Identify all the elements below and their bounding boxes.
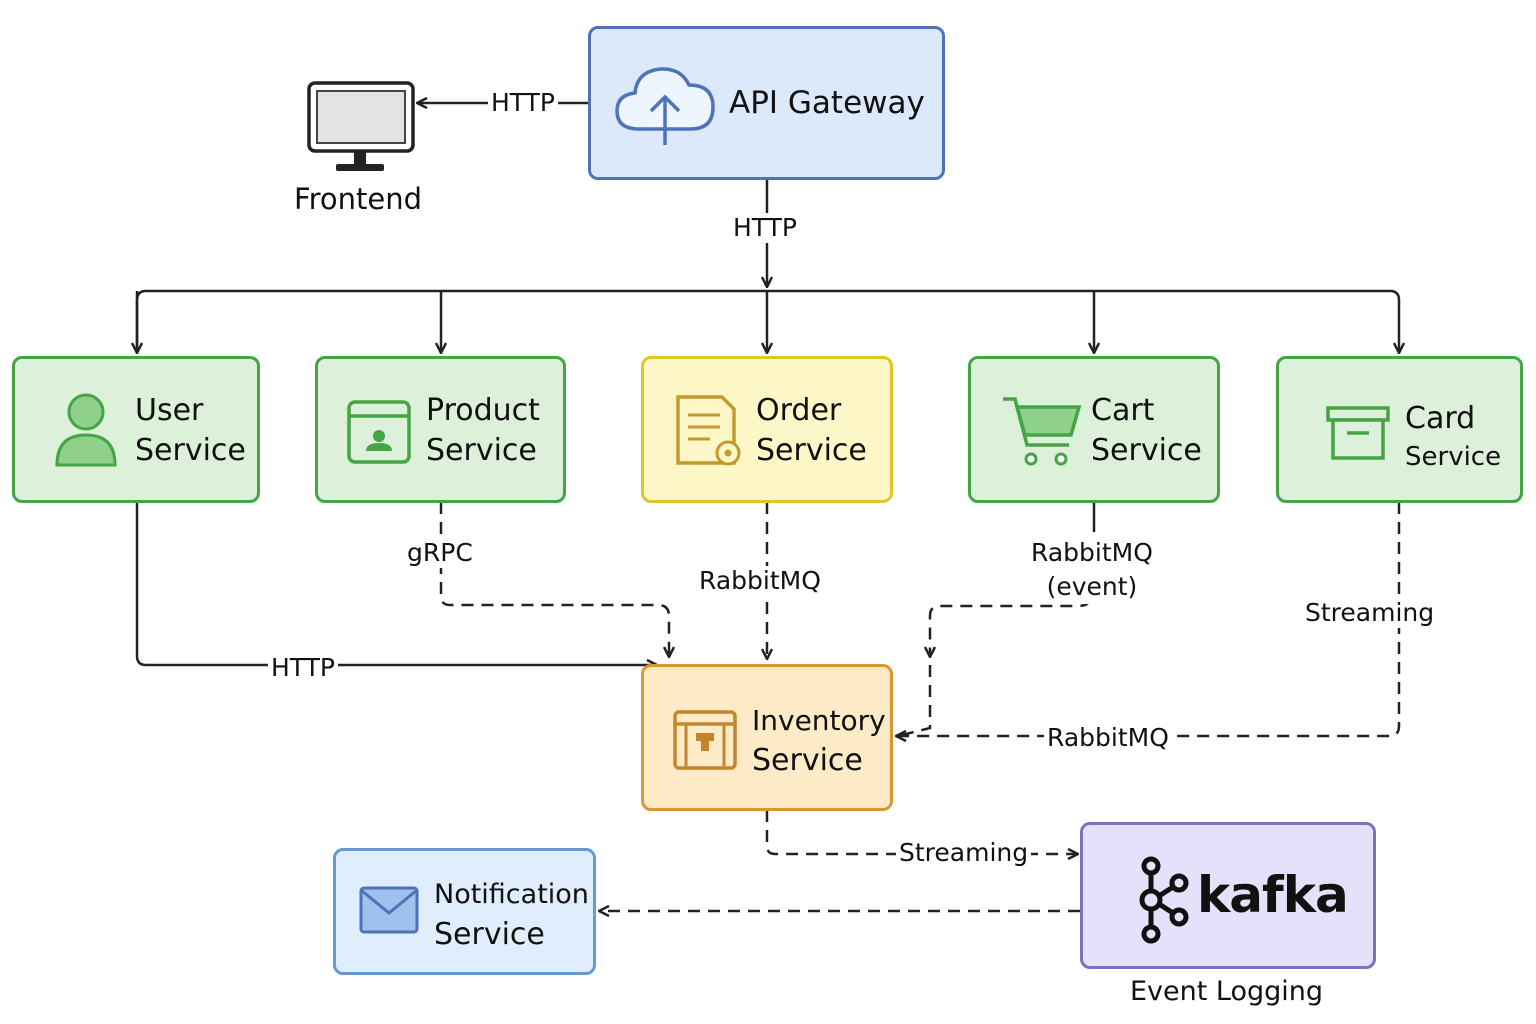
kafka-logo-text: kafka bbox=[1197, 866, 1349, 924]
edge-cart-inventory-tail bbox=[897, 665, 932, 738]
edge-label-card-streaming: Streaming bbox=[1302, 598, 1438, 628]
edge-inventory-kafka bbox=[765, 810, 1077, 854]
edge-label-inventory-kafka: Streaming bbox=[896, 838, 1032, 868]
api-gateway-node[interactable]: API Gateway bbox=[588, 26, 945, 180]
edge-label-gateway-services: HTTP bbox=[730, 213, 800, 243]
user-icon bbox=[55, 393, 117, 467]
kafka-caption: Event Logging bbox=[1130, 976, 1324, 1007]
monitor-icon bbox=[307, 81, 415, 171]
envelope-icon bbox=[359, 886, 419, 934]
edge-product-inventory bbox=[439, 502, 669, 656]
api-gateway-title: API Gateway bbox=[729, 85, 925, 121]
edge-label-gateway-frontend: HTTP bbox=[488, 88, 558, 118]
edge-label-cart-inventory: RabbitMQ (event) bbox=[1028, 536, 1156, 604]
edge-user-inventory bbox=[135, 502, 656, 665]
edge-cart-inventory bbox=[930, 599, 1092, 656]
kafka-logo-icon bbox=[1139, 856, 1189, 944]
product-card-icon bbox=[347, 400, 411, 464]
archive-box-icon bbox=[1326, 406, 1390, 460]
order-document-icon bbox=[676, 395, 741, 466]
edge-label-order-inventory: RabbitMQ bbox=[696, 566, 824, 596]
edge-label-product-inventory: gRPC bbox=[404, 538, 476, 568]
kafka-node[interactable]: kafka bbox=[1080, 822, 1376, 969]
edge-label-card-inventory: RabbitMQ bbox=[1044, 723, 1172, 753]
inventory-box-icon bbox=[673, 710, 737, 770]
cloud-upload-icon bbox=[615, 67, 715, 145]
frontend-label: Frontend bbox=[294, 182, 422, 216]
edge-card-inventory bbox=[897, 502, 1401, 736]
shopping-cart-icon bbox=[1003, 397, 1082, 466]
edge-label-user-inventory: HTTP bbox=[268, 653, 338, 683]
